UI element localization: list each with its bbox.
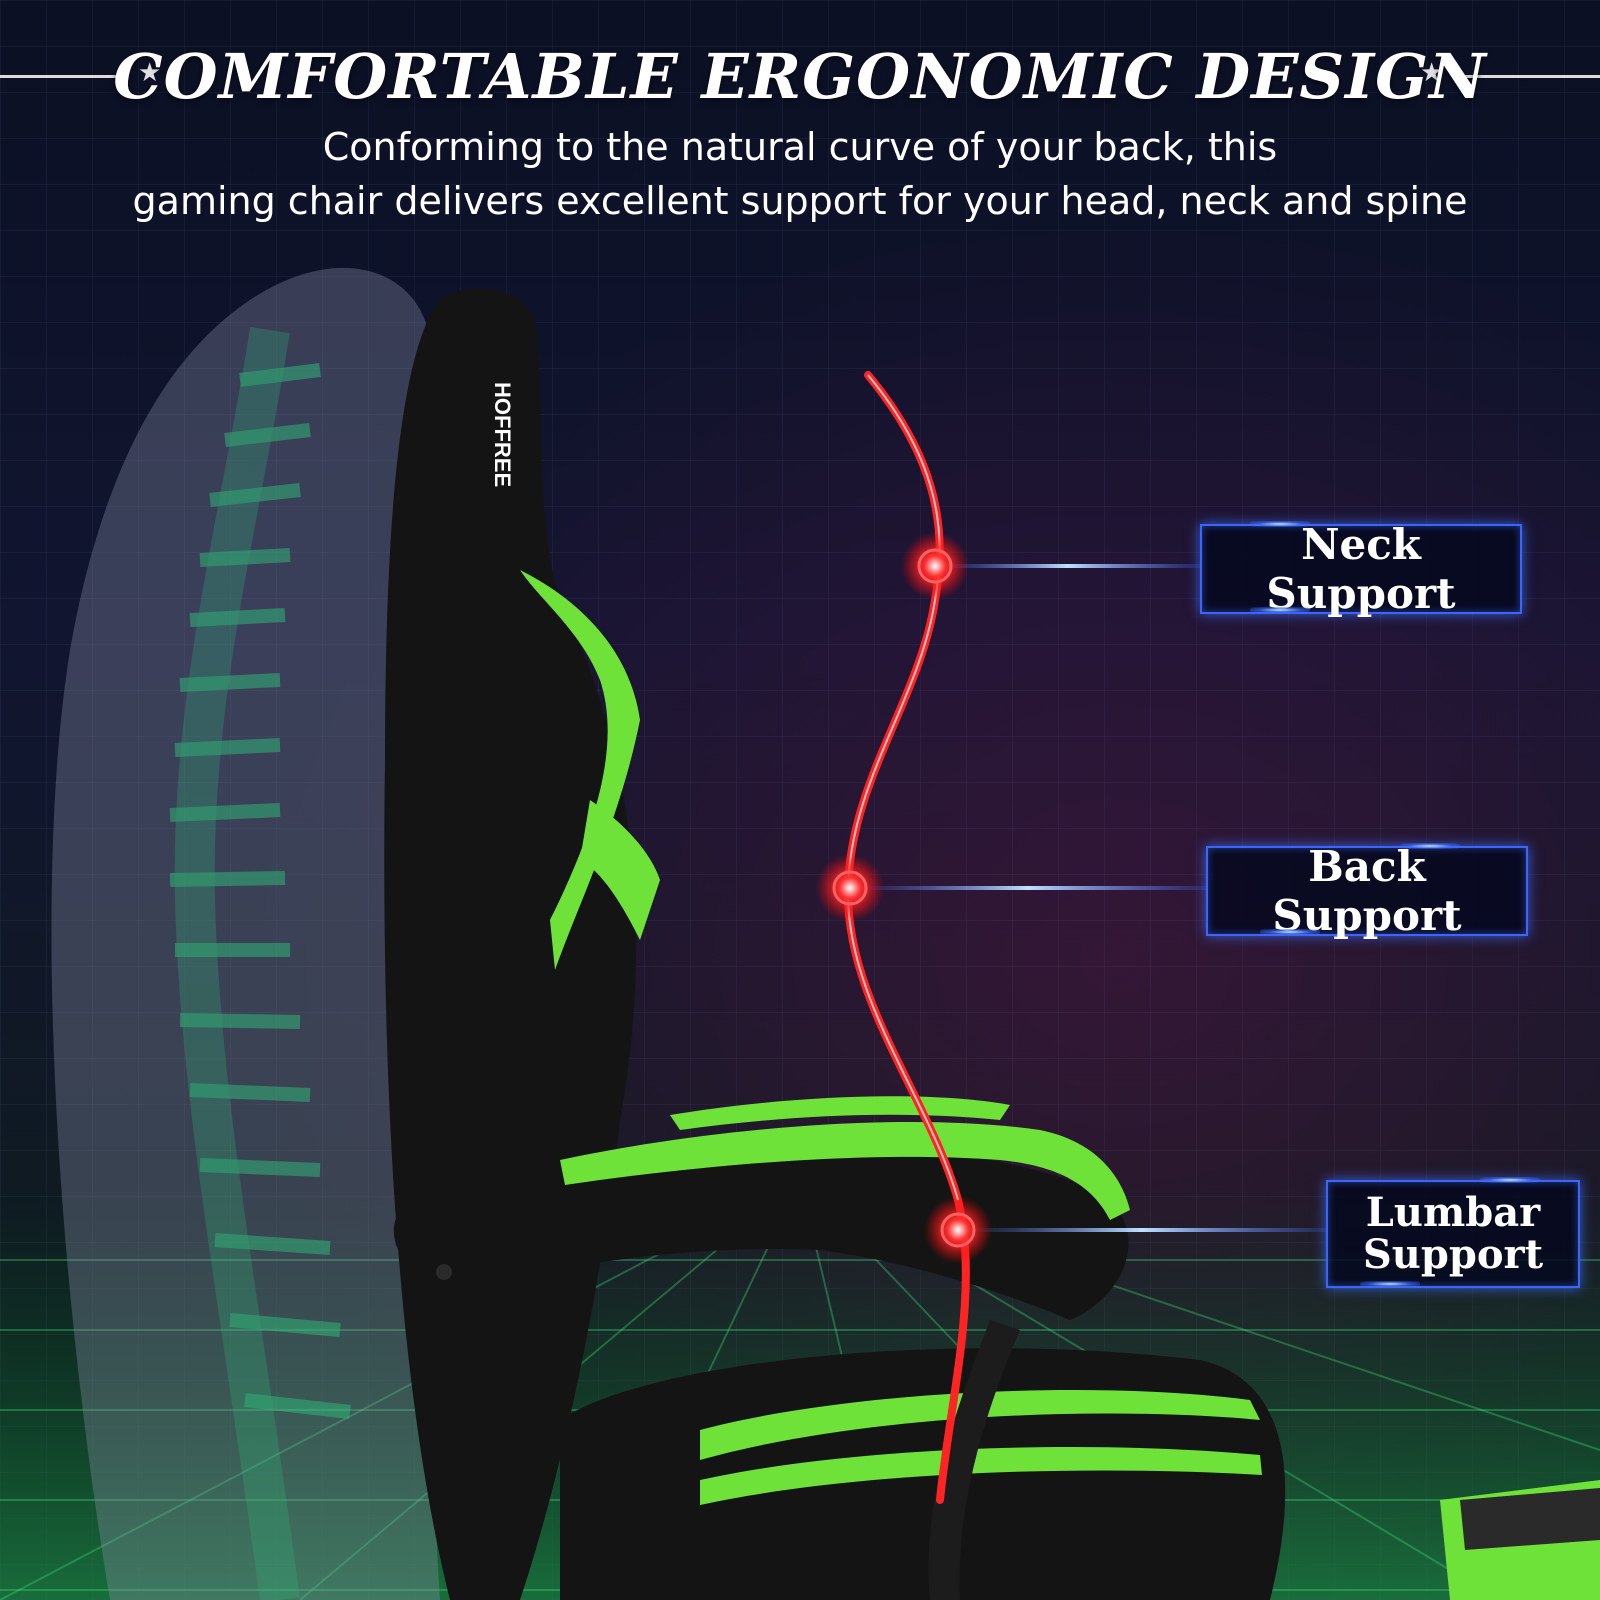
callout-glow [1260,929,1320,935]
header-divider-right [1460,75,1600,78]
neck-marker [901,532,969,600]
page-subtitle: Conforming to the natural curve of your … [0,120,1600,228]
back-marker [816,854,884,922]
subtitle-line-2: gaming chair delivers excellent support … [132,179,1468,223]
back-support-callout: Back Support [1206,842,1528,940]
subtitle-line-1: Conforming to the natural curve of your … [322,125,1278,169]
lumbar-support-label-line-2: Support [1362,1231,1544,1278]
star-icon: ★ [138,58,162,88]
back-support-label: Back Support [1272,842,1462,940]
callout-glow [1250,521,1310,527]
support-markers [816,532,992,1264]
connector-beams [850,564,1326,1232]
neck-support-callout: Neck Support [1200,520,1522,618]
spine-graphic [169,326,351,1600]
callout-glow [1360,1281,1420,1287]
lumbar-support-label-line-1: Lumbar [1365,1189,1541,1236]
page-title: COMFORTABLE ERGONOMIC DESIGN [113,40,1487,113]
lumbar-support-callout: Lumbar Support [1326,1180,1580,1288]
lumbar-marker [924,1196,992,1264]
callout-glow [1480,1177,1540,1183]
callout-glow [1250,607,1310,613]
callout-glow [1400,843,1460,849]
star-icon: ★ [1420,58,1444,88]
human-silhouette [51,267,472,1600]
gaming-chair: HOFFREE [384,288,1600,1600]
neck-support-label: Neck Support [1266,520,1456,618]
headrest-logo: HOFFREE [490,382,515,487]
header-divider-left [0,75,125,78]
